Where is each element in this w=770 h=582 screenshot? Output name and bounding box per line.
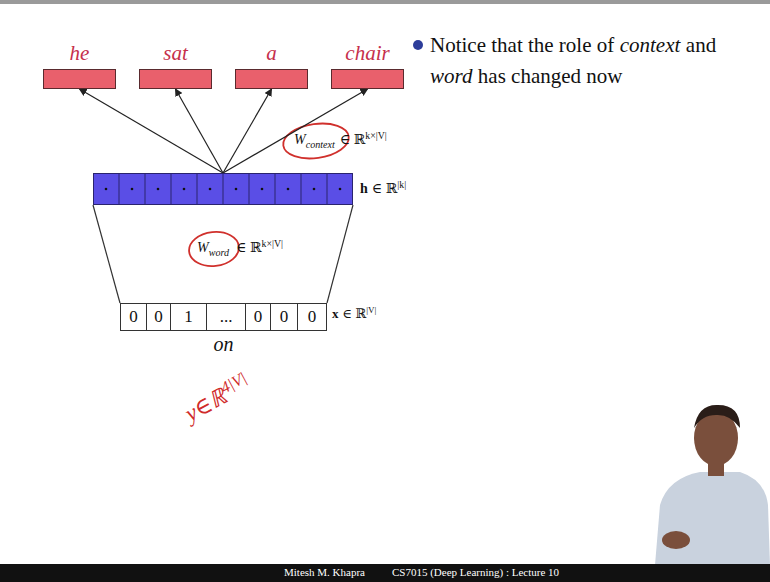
handwritten-note: y∈ℝ4|V|: [178, 367, 255, 428]
arrow-connector: [176, 89, 224, 173]
hidden-layer: h∈ ℝ|k|: [93, 173, 353, 205]
output-box: a: [235, 69, 308, 89]
math-piece: |V|: [366, 305, 376, 315]
math-piece: k×|V|: [365, 130, 386, 141]
bullet-word: has changed now: [478, 61, 623, 92]
vector-cell: ...: [206, 303, 246, 331]
cell-value: 0: [254, 307, 263, 326]
cell-value: 1: [184, 307, 193, 326]
presenter-figure: [655, 405, 770, 565]
output-box: he: [43, 69, 116, 89]
weight-label: Wcontext ∈ ℝk×|V|: [294, 130, 387, 150]
vector-cell: 0: [146, 303, 171, 331]
arrow-connector: [223, 89, 368, 173]
cell-value: 0: [129, 307, 138, 326]
layer-cells: [93, 173, 353, 205]
presenter-neck: [708, 462, 724, 476]
bullet-word: context: [620, 30, 681, 61]
bullet-line: Notice that the role ofcontextand: [430, 30, 722, 61]
footer-text: CS7015 (Deep Learning) : Lecture 10: [392, 566, 559, 578]
footer-author: Mitesh M. Khapra: [284, 566, 365, 578]
math-piece: k×|V|: [262, 238, 283, 249]
bullet-line: wordhas changed now: [430, 61, 722, 92]
cell-value: ...: [220, 307, 233, 326]
math-piece: ∈ ℝ: [236, 240, 262, 255]
input-word: on: [120, 333, 327, 356]
word-label: a: [266, 41, 277, 65]
bullet-word: and: [686, 30, 716, 61]
input-vector: x∈ ℝ|V|on001...000: [120, 303, 327, 331]
presenter-hand: [662, 531, 690, 549]
word-heading: chair: [312, 41, 423, 66]
vector-heading: x ∈ ℝ|V|: [332, 305, 376, 322]
handwritten-text: 4|V|: [218, 369, 250, 397]
weight-symbol: W: [197, 240, 209, 255]
layer-heading: h ∈ ℝ|k|: [360, 179, 406, 197]
math-piece: x: [332, 306, 339, 321]
footer-course: CS7015 (Deep Learning) : Lecture 10: [392, 566, 559, 578]
weight-label: Wword ∈ ℝk×|V|: [197, 238, 283, 258]
trapezoid-side: [327, 205, 353, 303]
cell-value: 0: [154, 307, 163, 326]
vector-cell: 0: [270, 303, 298, 331]
math-piece: ∈ ℝ: [343, 306, 367, 321]
hand-circle: [187, 229, 240, 268]
math-piece: ∈ ℝ: [340, 132, 366, 147]
math-piece: ∈ ℝ: [372, 181, 398, 196]
arrow-connector: [80, 89, 224, 173]
bullet-text: Notice that the role ofcontextandwordhas…: [430, 30, 722, 92]
math-piece: h: [360, 181, 368, 196]
bullet-mark: [413, 40, 423, 50]
word-label: he: [70, 41, 90, 65]
bullet-word: Notice that the role of: [430, 30, 614, 61]
input-word-text: on: [214, 333, 234, 355]
math-piece: |k|: [397, 179, 406, 190]
vector-cell: 0: [245, 303, 271, 331]
presenter-hair: [694, 405, 740, 428]
word-heading: he: [24, 41, 135, 66]
word-label: sat: [163, 41, 188, 65]
word-heading: a: [216, 41, 327, 66]
output-box: chair: [331, 69, 404, 89]
word-heading: sat: [120, 41, 231, 66]
weight-subscript: word: [209, 247, 229, 258]
vector-cell: 0: [120, 303, 147, 331]
word-label: chair: [345, 41, 389, 65]
trapezoid-side: [93, 205, 120, 303]
vector-cell: 1: [170, 303, 207, 331]
footer-text: Mitesh M. Khapra: [284, 566, 365, 578]
weight-subscript: context: [306, 139, 335, 150]
arrow-connector: [223, 89, 272, 173]
cell-value: 0: [280, 307, 289, 326]
cell-value: 0: [308, 307, 317, 326]
bullet-word: word: [430, 61, 472, 92]
presenter-shirt: [655, 472, 770, 565]
top-rule: [0, 0, 770, 4]
weight-symbol: W: [294, 132, 306, 147]
output-box: sat: [139, 69, 212, 89]
footer-bar: [0, 564, 770, 582]
vector-cell: 0: [297, 303, 327, 331]
